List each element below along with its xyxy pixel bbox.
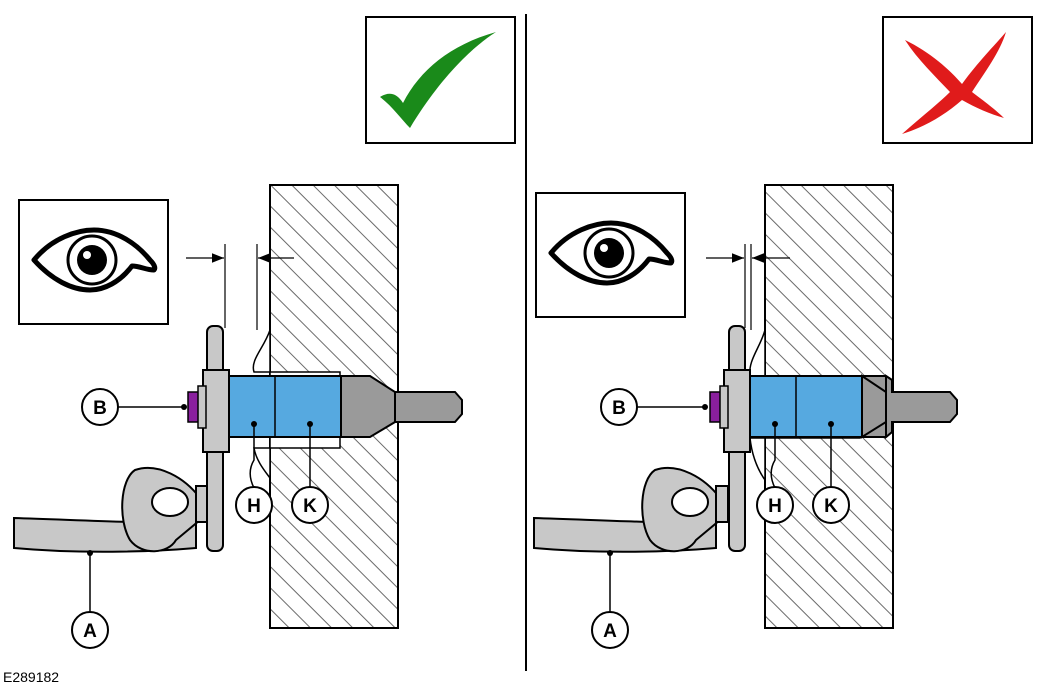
part-a-bar (533, 467, 729, 553)
callout-label: H (247, 496, 261, 517)
callout-a-left: A (71, 550, 109, 649)
callout-h-left: H (235, 421, 273, 524)
fastener-blue (228, 375, 342, 438)
check-mark-icon (380, 32, 496, 128)
eye-icon (548, 220, 675, 286)
callout-label: A (603, 621, 617, 642)
panel-correct: B H K A (13, 16, 516, 649)
status-box-incorrect (882, 16, 1033, 144)
gap-measurement-left (186, 244, 294, 330)
x-mark-icon (902, 32, 1006, 134)
callout-b-right: B (600, 388, 708, 426)
eye-view-box-left (18, 199, 169, 325)
gap-measurement-right (706, 244, 790, 330)
callout-label: B (93, 398, 107, 419)
eye-view-box-right (535, 192, 686, 318)
callout-h-right: H (756, 421, 794, 524)
callout-label: H (768, 496, 782, 517)
callout-b-left: B (81, 388, 187, 426)
panel-incorrect: B H K A (533, 16, 1033, 649)
callout-k-left: K (291, 421, 329, 524)
callout-label: K (824, 496, 838, 517)
callout-label: K (303, 496, 317, 517)
callout-label: B (612, 398, 626, 419)
callout-label: A (83, 621, 97, 642)
callout-k-right: K (812, 421, 850, 524)
shaft-gray (861, 374, 958, 440)
shaft-gray (340, 375, 463, 438)
eye-icon (31, 227, 158, 293)
fastener-blue (749, 375, 863, 438)
figure-id: E289182 (3, 669, 60, 685)
callout-a-right: A (591, 550, 629, 649)
collar (202, 369, 230, 453)
part-a-bar (13, 467, 209, 553)
status-box-correct (365, 16, 516, 144)
